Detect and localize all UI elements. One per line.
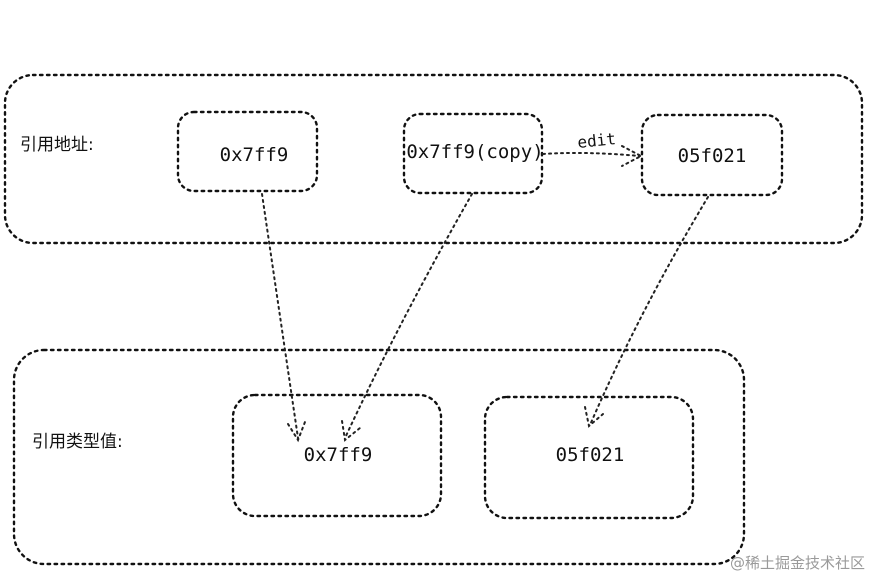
address-edited-text: 05f021 [678, 145, 747, 167]
address-original-text: 0x7ff9 [220, 144, 289, 166]
address-copy-text: 0x7ff9(copy) [406, 141, 543, 163]
value-box-new [483, 395, 695, 520]
value-new-text: 05f021 [556, 444, 625, 466]
value-group-label: 引用类型值: [32, 432, 123, 452]
edit-arrow-head [621, 145, 644, 167]
value-group-frame [12, 348, 746, 566]
arrow-original-to-value [261, 193, 299, 439]
arrow-edited-to-value [589, 196, 709, 426]
arrow-original-to-value-head [287, 421, 306, 443]
arrow-copy-to-value [344, 193, 473, 439]
address-box-original [176, 110, 319, 193]
watermark: @稀土掘金技术社区 [729, 554, 865, 572]
value-box-original [231, 393, 443, 518]
value-original-text: 0x7ff9 [304, 444, 373, 466]
arrow-copy-to-value-head [341, 420, 361, 442]
arrow-edited-to-value-head [584, 406, 604, 428]
address-group-frame [3, 73, 864, 245]
address-group-label: 引用地址: [20, 135, 94, 155]
edit-label: edit [576, 129, 616, 152]
address-box-edited [640, 113, 784, 197]
edit-arrow [542, 151, 641, 157]
address-box-copy [402, 112, 544, 195]
